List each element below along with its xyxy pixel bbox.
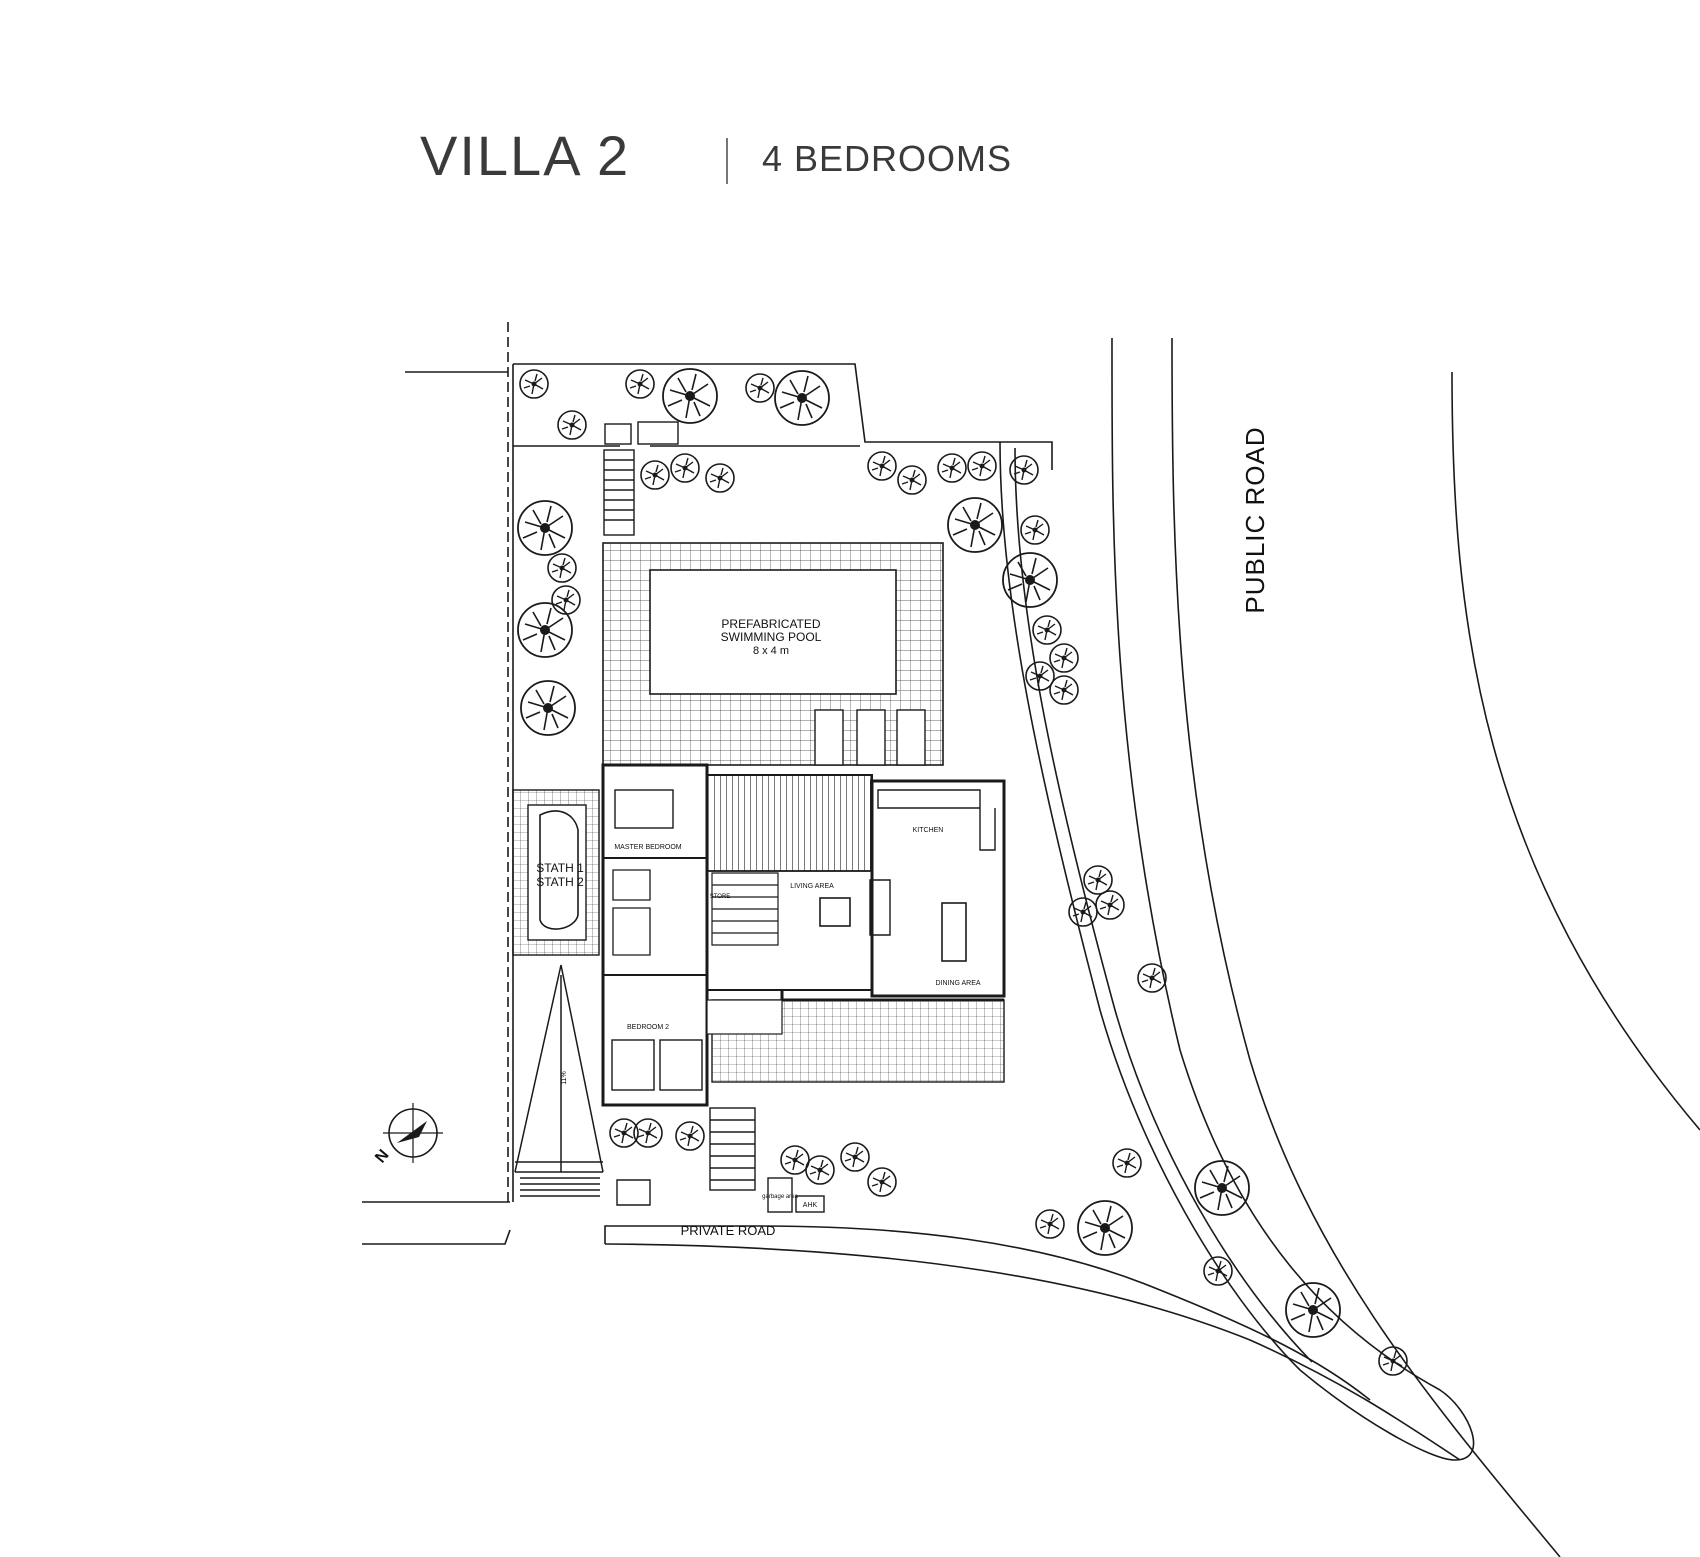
pool-label-line2: SWIMMING POOL xyxy=(721,630,822,644)
public-road-edge-inner xyxy=(1111,337,1475,1461)
kitchen-label: KITCHEN xyxy=(913,827,944,834)
private-road-curb xyxy=(604,1225,1371,1401)
garden-steps xyxy=(603,421,679,536)
entrance-steps xyxy=(616,1107,825,1213)
public-road-label: PUBLIC ROAD xyxy=(1240,426,1270,613)
title-divider xyxy=(726,138,728,184)
private-road-far-edge xyxy=(604,1243,1461,1461)
car-icon xyxy=(539,810,579,930)
dining-area-label: DINING AREA xyxy=(935,980,980,987)
pool-size-label: 8 x 4 m xyxy=(753,645,789,657)
public-road-edge-far xyxy=(1451,371,1700,1131)
compass-n-label: N xyxy=(372,1147,392,1167)
ramp-slope-label: 11% xyxy=(561,1071,568,1085)
private-road-label: PRIVATE ROAD xyxy=(681,1223,776,1238)
carport xyxy=(512,789,600,956)
public-road-edge-outer xyxy=(1171,337,1561,1557)
private-road xyxy=(362,1201,1461,1461)
parking-1-label: STATH 1 xyxy=(536,861,584,875)
driveway-ramp xyxy=(514,964,604,1197)
private-road-bottom-edge xyxy=(362,1229,511,1245)
header: VILLA 2 4 BEDROOMS xyxy=(0,0,1700,230)
trees xyxy=(517,368,1408,1376)
sun-loungers xyxy=(814,709,926,766)
bedroom-2-label: BEDROOM 2 xyxy=(627,1024,669,1031)
public-road xyxy=(1111,337,1700,1557)
garbage-area-label: garbage area xyxy=(762,1194,798,1200)
pool-deck xyxy=(602,542,944,766)
north-arrow-icon: N xyxy=(372,1103,443,1166)
pool-label-line1: PREFABRICATED xyxy=(721,617,820,631)
master-bedroom-label: MASTER BEDROOM xyxy=(614,844,681,851)
page-subtitle: 4 BEDROOMS xyxy=(762,138,1013,179)
parking-2-label: STATH 2 xyxy=(536,875,584,889)
page-title: VILLA 2 xyxy=(420,124,631,187)
living-area-label: LIVING AREA xyxy=(790,883,834,890)
ahk-label: AHK xyxy=(803,1202,818,1209)
swimming-pool xyxy=(649,569,897,695)
property-boundary xyxy=(405,322,1313,1371)
covered-veranda xyxy=(706,999,1005,1083)
store-label: STORE xyxy=(710,894,731,900)
house xyxy=(601,763,1006,1107)
